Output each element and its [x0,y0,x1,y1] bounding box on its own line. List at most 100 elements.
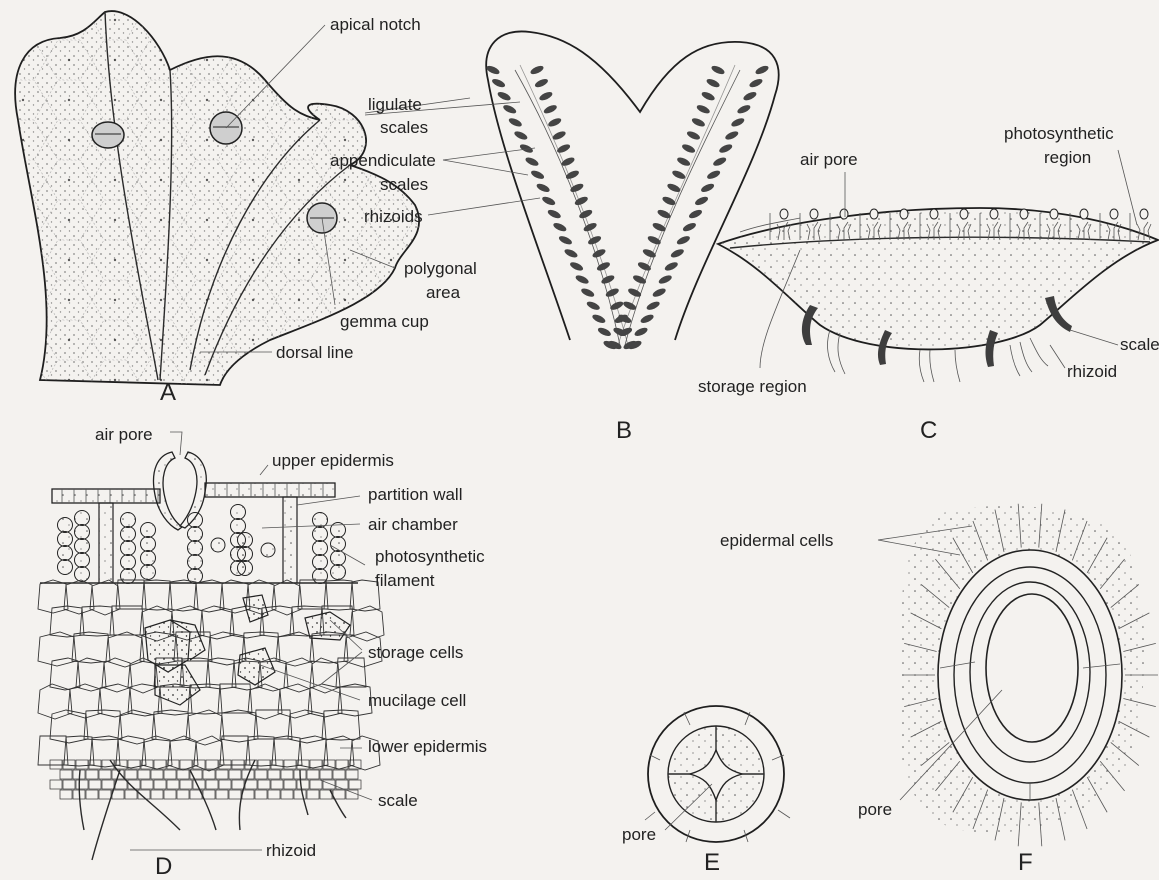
label-photosynthetic-filament-1: photosynthetic [375,547,485,566]
scale-mark [547,208,562,220]
label-rhizoid-c: rhizoid [1067,362,1117,381]
label-upper-epidermis: upper epidermis [272,451,394,470]
panel-letter-f: F [1018,849,1033,876]
label-lower-epidermis: lower epidermis [368,737,487,756]
partition-wall-right [283,497,297,583]
scale-mark [676,156,691,168]
scale-mark [530,169,545,181]
scale-mark [569,182,584,194]
panel-letter-b: B [616,417,632,444]
scale-mark [524,156,539,168]
label-gemma-cup: gemma cup [340,312,429,331]
scales-group [485,64,769,351]
scale-mark [682,221,697,233]
label-polygonal-area-1: polygonal [404,259,477,278]
scale-mark [742,90,757,102]
label-partition-wall: partition wall [368,485,463,504]
panel-c: air pore photosynthetic region scale rhi… [698,124,1159,444]
scale-mark [538,90,553,102]
scale-mark [580,287,595,299]
label-ligulate-2: scales [380,118,428,137]
scale-mark [605,287,620,299]
scale-mark [736,103,751,115]
label-photosynthetic-2: region [1044,148,1091,167]
scale-mark [705,77,720,89]
label-storage-region: storage region [698,377,807,396]
scale-mark [658,274,673,286]
scale-mark [556,143,571,155]
pore-icon-f [986,594,1078,742]
scale-mark [688,208,703,220]
panel-d: air pore upper epidermis partition wall … [38,425,487,880]
scale-mark [676,234,691,246]
scale-mark [529,64,544,76]
label-pore-f: pore [858,800,892,819]
panel-f: epidermal cells pore F [720,504,1158,876]
label-air-pore-d: air pore [95,425,153,444]
scale-mark [569,261,584,273]
scale-mark [670,247,685,259]
label-appendiculate-1: appendiculate [330,151,436,170]
panel-e: pore E [622,706,790,876]
scale-mark [513,130,528,142]
label-rhizoid-d: rhizoid [266,841,316,860]
scale-mark [591,313,606,325]
panel-letter-d: D [155,853,172,880]
label-scale-c: scale [1120,335,1159,354]
scale-mark [508,117,523,129]
label-air-chamber: air chamber [368,515,458,534]
scale-mark [724,130,739,142]
label-polygonal-area-2: area [426,283,461,302]
scale-mark [609,300,624,312]
label-pore-e: pore [622,825,656,844]
scale-mark [691,117,706,129]
scale-mark [496,90,511,102]
scale-mark [706,169,721,181]
scale-mark [607,339,622,351]
scale-mark [534,77,549,89]
scale-mark [563,247,578,259]
scale-mark [642,247,657,259]
label-scale-d: scale [378,791,418,810]
label-epidermal-cells: epidermal cells [720,531,833,550]
scale-mark [627,339,642,351]
scale-mark [718,143,733,155]
scale-mark [633,326,648,338]
scale-mark [664,261,679,273]
label-storage-cells: storage cells [368,643,463,662]
scale-mark [754,64,769,76]
scale-mark [552,221,567,233]
scale-mark [541,195,556,207]
panel-letter-c: C [920,417,937,444]
scale-mark [491,77,506,89]
scale-mark [671,169,686,181]
scale-mark [560,156,575,168]
scale-mark [547,117,562,129]
mucilage-cell-icon [145,595,350,705]
scale-mark [712,156,727,168]
scale-mark [632,274,647,286]
scale-mark [686,130,701,142]
scale-mark [502,103,517,115]
scale-mark [558,234,573,246]
scale-mark [637,261,652,273]
label-mucilage-cell: mucilage cell [368,691,466,710]
scale-mark [651,287,666,299]
label-rhizoids: rhizoids [364,207,423,226]
scale-mark [639,313,654,325]
scale-mark [730,117,745,129]
scale-mark [661,195,676,207]
scale-mark [535,182,550,194]
label-photosynthetic-filament-2: filament [375,571,435,590]
label-photosynthetic-1: photosynthetic [1004,124,1114,143]
scale-mark [694,195,709,207]
scale-mark [574,274,589,286]
scale-mark [597,326,612,338]
label-apical-notch: apical notch [330,15,421,34]
scale-mark [710,64,725,76]
scale-mark [700,90,715,102]
scale-mark [748,77,763,89]
scale-mark [681,143,696,155]
label-appendiculate-2: scales [380,175,428,194]
